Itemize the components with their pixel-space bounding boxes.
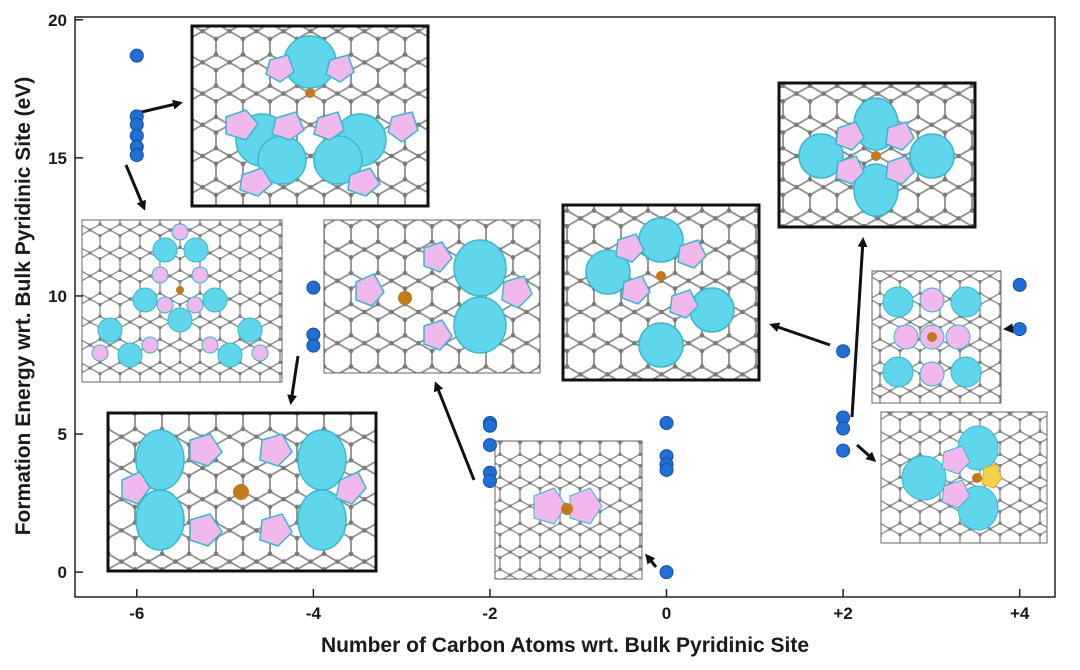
x-tick-label: +2 — [833, 604, 852, 623]
inset-structure-7 — [777, 81, 977, 229]
inset-structure-8 — [871, 270, 1002, 404]
x-tick-label: -4 — [306, 604, 322, 623]
data-point — [659, 416, 674, 430]
inset-structure-5 — [494, 440, 643, 580]
inset-structure-1 — [190, 24, 430, 208]
data-point — [1012, 322, 1027, 337]
inset-structure-6 — [561, 203, 761, 382]
y-tick-label: 20 — [48, 11, 67, 30]
data-point — [836, 344, 851, 359]
data-point — [306, 280, 321, 295]
inset-structure-4 — [323, 219, 541, 374]
x-tick-label: +4 — [1010, 604, 1030, 623]
data-point — [129, 148, 144, 163]
x-tick-label: -2 — [482, 604, 497, 623]
y-tick-label: 15 — [48, 149, 67, 168]
inset-structure-3 — [106, 411, 378, 573]
x-tick-label: -6 — [129, 604, 144, 623]
data-point — [129, 48, 144, 63]
data-point — [1012, 277, 1027, 292]
y-tick-label: 10 — [48, 287, 67, 306]
y-tick-label: 5 — [58, 425, 67, 444]
x-tick-label: 0 — [662, 604, 671, 623]
inset-structure-2 — [81, 219, 283, 383]
data-point — [482, 474, 497, 488]
data-point — [659, 462, 674, 477]
data-point — [482, 418, 497, 433]
data-point — [482, 438, 497, 453]
y-tick-label: 0 — [58, 563, 67, 582]
x-axis-ticks: -6 -4 -2 0 +2 +4 — [129, 589, 1030, 623]
x-axis-label: Number of Carbon Atoms wrt. Bulk Pyridin… — [321, 634, 809, 657]
y-axis-ticks: 0 5 10 15 20 — [48, 11, 83, 582]
inset-structure-9 — [880, 411, 1048, 544]
data-point — [836, 421, 851, 436]
structure-insets — [81, 24, 1048, 580]
data-points — [129, 48, 1027, 580]
data-point — [836, 443, 851, 458]
data-point — [659, 565, 674, 580]
data-point — [306, 338, 321, 353]
y-axis-label: Formation Energy wrt. Bulk Pyridinic Sit… — [12, 77, 35, 536]
